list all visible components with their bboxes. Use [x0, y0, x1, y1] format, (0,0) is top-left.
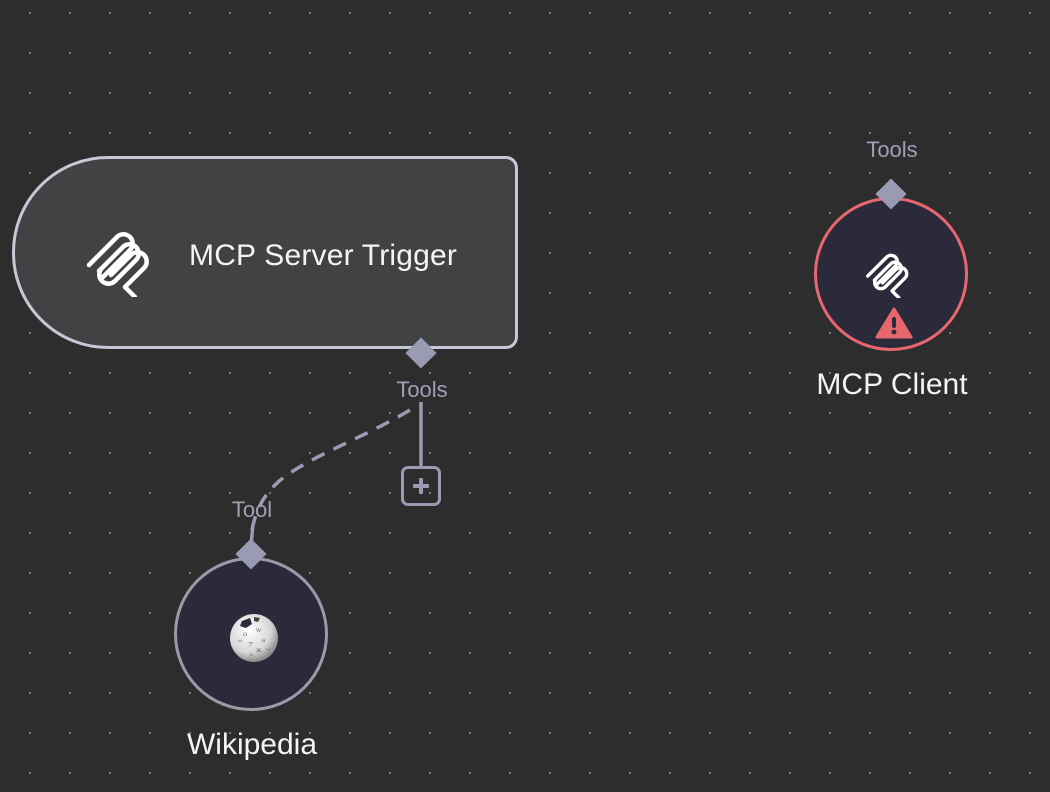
wikipedia-globe-icon: Ω Wи アЖω ب ε: [230, 614, 278, 662]
svg-text:ア: ア: [248, 642, 253, 648]
node-label-wikipedia: Wikipedia: [186, 728, 318, 761]
svg-text:W: W: [256, 628, 262, 634]
handle-label-tools: Tools: [396, 377, 448, 402]
handle-label-tools: Tools: [866, 137, 918, 162]
svg-text:ε: ε: [250, 652, 253, 658]
node-title: MCP Server Trigger: [189, 239, 458, 272]
mcp-icon: [866, 253, 909, 298]
add-tool-button[interactable]: [401, 466, 441, 506]
node-mcp-client[interactable]: [814, 197, 968, 351]
handle-label-tool: Tool: [231, 497, 273, 522]
svg-text:ب: ب: [266, 646, 271, 652]
node-label-mcp-client: MCP Client: [816, 368, 968, 401]
mcp-icon: [86, 232, 149, 297]
svg-text:и: и: [262, 638, 266, 644]
warning-icon[interactable]: [875, 307, 913, 339]
svg-text:Ω: Ω: [243, 632, 247, 638]
connection-tools-to-wikipedia[interactable]: [250, 408, 411, 531]
node-mcp-server-trigger[interactable]: MCP Server Trigger: [12, 156, 518, 349]
svg-text:Ж: Ж: [256, 648, 262, 654]
svg-text:ω: ω: [238, 638, 242, 644]
